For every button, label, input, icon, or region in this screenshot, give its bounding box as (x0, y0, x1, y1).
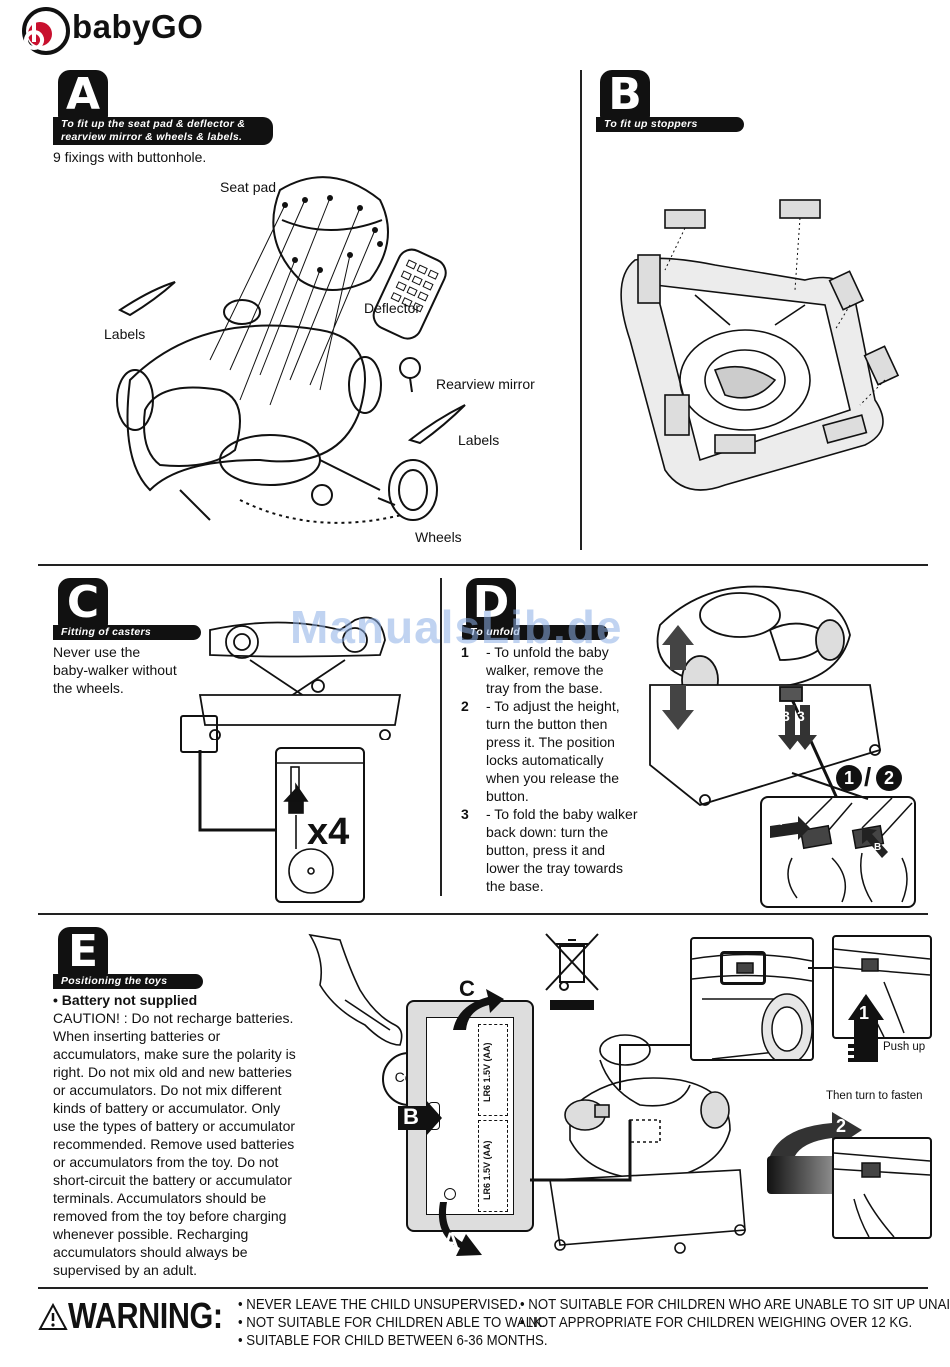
battery-label-2: LR6 1.5V (AA) (482, 1140, 492, 1200)
section-c-badge: Fitting of casters (53, 625, 201, 640)
battery-slot-1 (478, 1024, 508, 1116)
callout-slash: / (864, 762, 872, 792)
divider-vertical-middle (440, 578, 442, 896)
push-bar-1 (848, 1044, 878, 1048)
arrow-a-icon (438, 1202, 482, 1256)
step-1: 1 - To unfold the baby walker, remove th… (461, 644, 609, 696)
walker-unfold-illustration (649, 585, 882, 806)
push-up-illustration (834, 948, 930, 1037)
battery-heading: • Battery not supplied (53, 992, 198, 1008)
label-rearview-mirror: Rearview mirror (436, 376, 535, 392)
button-press-illustration (770, 798, 913, 903)
step-c-label: C (459, 976, 475, 1001)
step-3: 3 - To fold the baby walker back down: t… (461, 806, 638, 894)
warning-item-1: • NEVER LEAVE THE CHILD UNSUPERVISED. (238, 1296, 522, 1313)
section-d-letter: D (466, 578, 516, 628)
battery-slot-2 (478, 1120, 508, 1212)
hand-with-coin-illustration (308, 933, 403, 1046)
walker-side-view-illustration (198, 616, 402, 740)
label-deflector: Deflector (364, 300, 421, 316)
turn-detail-box (832, 1137, 932, 1239)
warning-item-5: • NOT APPROPRIATE FOR CHILDREN WEIGHING … (520, 1314, 913, 1331)
turn-fasten-illustration (834, 1152, 930, 1237)
push-up-label: Push up (883, 1041, 926, 1053)
section-a-badge: To fit up the seat pad & deflector & rea… (53, 117, 273, 145)
caster-callout-connector (198, 750, 276, 832)
divider-horizontal-2 (38, 913, 928, 915)
clip-detail-illustration (692, 953, 812, 1059)
push-up-arrow-icon (848, 994, 884, 1060)
push-bar-2 (848, 1051, 878, 1055)
section-e-badge: Positioning the toys (53, 974, 203, 989)
callout-1-circle: 1 (836, 765, 862, 791)
section-a-letter: A (58, 70, 108, 120)
step-2: 2 - To adjust the height, turn the butto… (461, 698, 620, 804)
brand-name: babyGO (72, 8, 204, 45)
warning-triangle-icon (38, 1303, 68, 1330)
push-bar-3 (848, 1058, 878, 1062)
watermark: ManualsLib.de (290, 601, 623, 653)
divider-horizontal-1 (38, 564, 928, 566)
divider-vertical-top (580, 70, 582, 550)
screw-icon (444, 1188, 456, 1200)
button-detail-box: A B (760, 796, 916, 908)
label-labels-right: Labels (458, 432, 500, 448)
walker-toys-illustration (549, 1034, 746, 1254)
arrow-c-icon (453, 989, 504, 1030)
warning-item-4: • NOT SUITABLE FOR CHILDREN WHO ARE UNAB… (520, 1296, 950, 1313)
push-up-detail-box (832, 935, 932, 1039)
seat-pad-assembly-illustration (116, 176, 466, 524)
warning-item-2: • NOT SUITABLE FOR CHILDREN ABLE TO WALK… (238, 1314, 546, 1331)
babygo-logo-icon (22, 7, 70, 55)
divider-horizontal-3 (38, 1287, 928, 1289)
step-b-label: B (403, 1104, 419, 1129)
turn-number: 2 (836, 1116, 847, 1136)
caster-detail-illustration (277, 762, 363, 894)
recycle-bin-crossed-icon (545, 933, 599, 1010)
stoppers-base-illustration (620, 199, 900, 491)
section-c-text: Never use the baby-walker without the wh… (53, 644, 177, 696)
clip-detail-box (690, 937, 814, 1061)
warning-item-3: • SUITABLE FOR CHILD BETWEEN 6-36 MONTHS… (238, 1332, 548, 1349)
clip-highlight-marker (720, 951, 766, 985)
arrow-b-label: B (874, 842, 882, 853)
push-up-number: 1 (859, 1003, 870, 1023)
caster-detail-box: x4 (275, 747, 365, 903)
label-seat-pad: Seat pad (220, 179, 277, 195)
caution-text: CAUTION! : Do not recharge batteries. Wh… (53, 1010, 296, 1278)
label-wheels: Wheels (415, 529, 462, 545)
callout-3-a: 3 (782, 708, 790, 724)
section-c-letter: C (58, 578, 108, 628)
brand-logo (20, 4, 220, 56)
section-b-badge: To fit up stoppers (596, 117, 744, 132)
section-a-subtitle: 9 fixings with buttonhole. (53, 149, 207, 165)
warning-title: WARNING: (68, 1295, 223, 1336)
battery-compartment: LR6 1.5V (AA) LR6 1.5V (AA) (406, 1000, 534, 1232)
step-a-label: A (443, 1228, 459, 1253)
callout-3-b: 3 (797, 708, 805, 724)
callout-2-circle: 2 (876, 765, 902, 791)
turn-label: Then turn to fasten (826, 1090, 923, 1102)
label-labels-left: Labels (104, 326, 146, 342)
arrow-b-icon (398, 1100, 442, 1136)
section-e-letter: E (58, 927, 108, 977)
section-d-steps: 1 - To unfold the baby walker, remove th… (461, 643, 661, 895)
section-d-badge: To unfold (462, 625, 608, 640)
toys-callout-connectors (530, 1044, 690, 1182)
button-callout-connector (791, 772, 869, 800)
arrow-a-label: A (775, 817, 783, 828)
section-b-letter: B (600, 70, 650, 120)
battery-label-1: LR6 1.5V (AA) (482, 1042, 492, 1102)
caster-multiplier: x4 (307, 811, 350, 853)
